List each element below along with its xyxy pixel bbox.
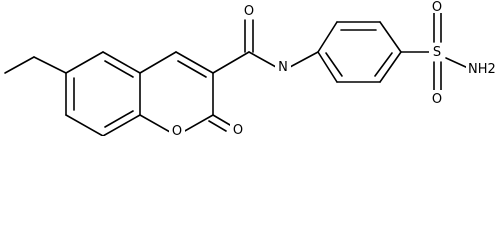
bond-inner-c4-c3 [177, 60, 207, 78]
bond-c4a-c4 [139, 51, 177, 74]
bond-camide-n [248, 51, 277, 68]
bond-o-c6 [33, 56, 67, 74]
sulfonamide-nh2-label: NH2 [468, 62, 496, 77]
bond-ph3-ph4 [379, 21, 402, 53]
bond-c3-camide [212, 51, 250, 74]
bond-n-cphenyl [289, 51, 319, 68]
bond-c2-o-double-a [212, 114, 231, 126]
bond-c8-c7 [65, 114, 104, 136]
lactone-oxygen-label: O [233, 123, 243, 136]
bond-layer [4, 11, 469, 136]
molecule-diagram: O N O O S O O NH2 [4, 0, 496, 136]
bond-inner-c8a-c8 [104, 110, 134, 128]
sulfonyl-oxygen-top-label: O [432, 0, 442, 15]
bond-c2-o1 [182, 114, 214, 133]
bond-inner-ph4-ph5 [374, 52, 393, 77]
bond-c8a-c8 [102, 114, 141, 136]
bond-ph4-ph5 [379, 51, 402, 83]
bond-o1-c8a [139, 114, 171, 133]
bond-ph6-ph1 [317, 51, 338, 83]
bond-c6-c5 [65, 51, 104, 74]
carbonyl-oxygen-label: O [244, 4, 254, 19]
sulfonyl-oxygen-bottom-label: O [432, 92, 442, 107]
ring-oxygen-label: O [172, 124, 182, 136]
bond-methyl-o [4, 56, 35, 74]
sulfonyl-sulfur-label: S [433, 45, 441, 60]
bond-ph1-ph2 [317, 21, 338, 53]
bond-c2-o-double-b [208, 120, 227, 132]
atom-label-layer: O N O O S O O NH2 [169, 0, 496, 136]
bond-inner-c5-c4a [104, 60, 134, 78]
amide-nitrogen-label: N [278, 60, 288, 75]
bond-s-n [445, 57, 469, 69]
bond-c4-c3 [175, 51, 214, 74]
bond-c5-c4a [102, 51, 141, 74]
bond-inner-ph6-ph1 [325, 52, 343, 77]
